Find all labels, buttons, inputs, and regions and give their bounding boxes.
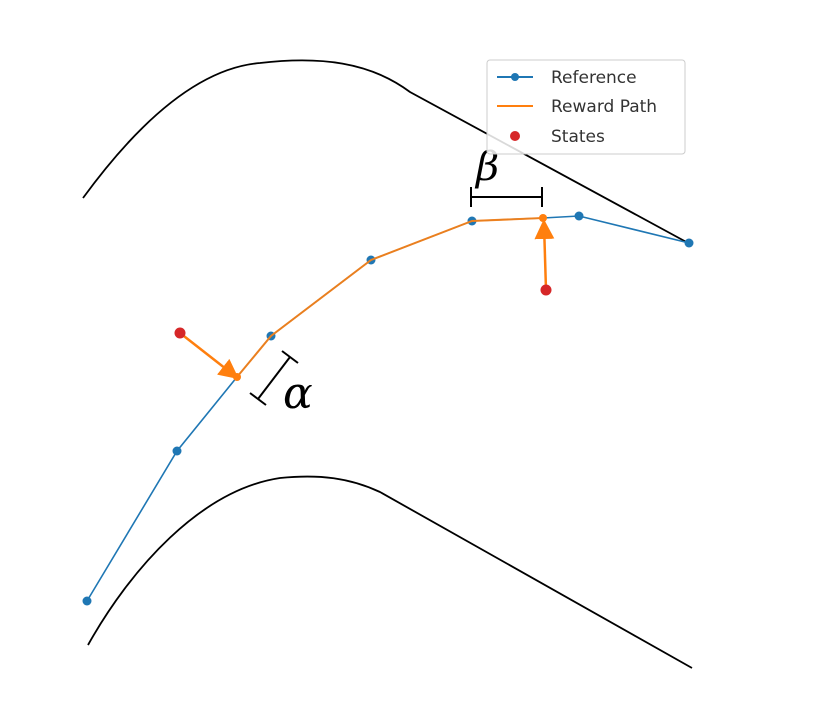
reference-path-line [86, 215, 690, 602]
beta-bracket [470, 187, 543, 207]
reward-path-end-point [539, 214, 547, 222]
legend-states-swatch-marker [510, 131, 520, 141]
reference-point [82, 596, 92, 606]
legend-box [486, 59, 686, 155]
legend-item-reference: Reference [497, 68, 637, 88]
legend-item-states: States [510, 127, 605, 147]
legend-reward-path-label: Reward Path [551, 97, 657, 117]
lower-track-boundary [87, 475, 693, 669]
alpha-bracket [249, 350, 299, 406]
state-point [540, 284, 552, 296]
reference-point [172, 446, 182, 456]
reference-point [684, 238, 694, 248]
legend-reference-swatch-marker [511, 73, 519, 81]
state-projection-arrow-left [179, 332, 239, 380]
states [174, 284, 552, 339]
legend-item-reward-path: Reward Path [497, 97, 657, 117]
reference-point [574, 211, 584, 221]
state-point [174, 327, 186, 339]
legend: Reference Reward Path States [486, 59, 686, 155]
state-projection-arrow-right [534, 219, 555, 291]
reference-points [82, 211, 694, 606]
reward-path-line [236, 217, 544, 378]
legend-states-label: States [551, 127, 605, 147]
legend-reference-label: Reference [551, 68, 637, 88]
upper-track-boundary [82, 59, 691, 245]
reward-path-endpoints [233, 214, 547, 381]
alpha-label: α [283, 368, 313, 419]
